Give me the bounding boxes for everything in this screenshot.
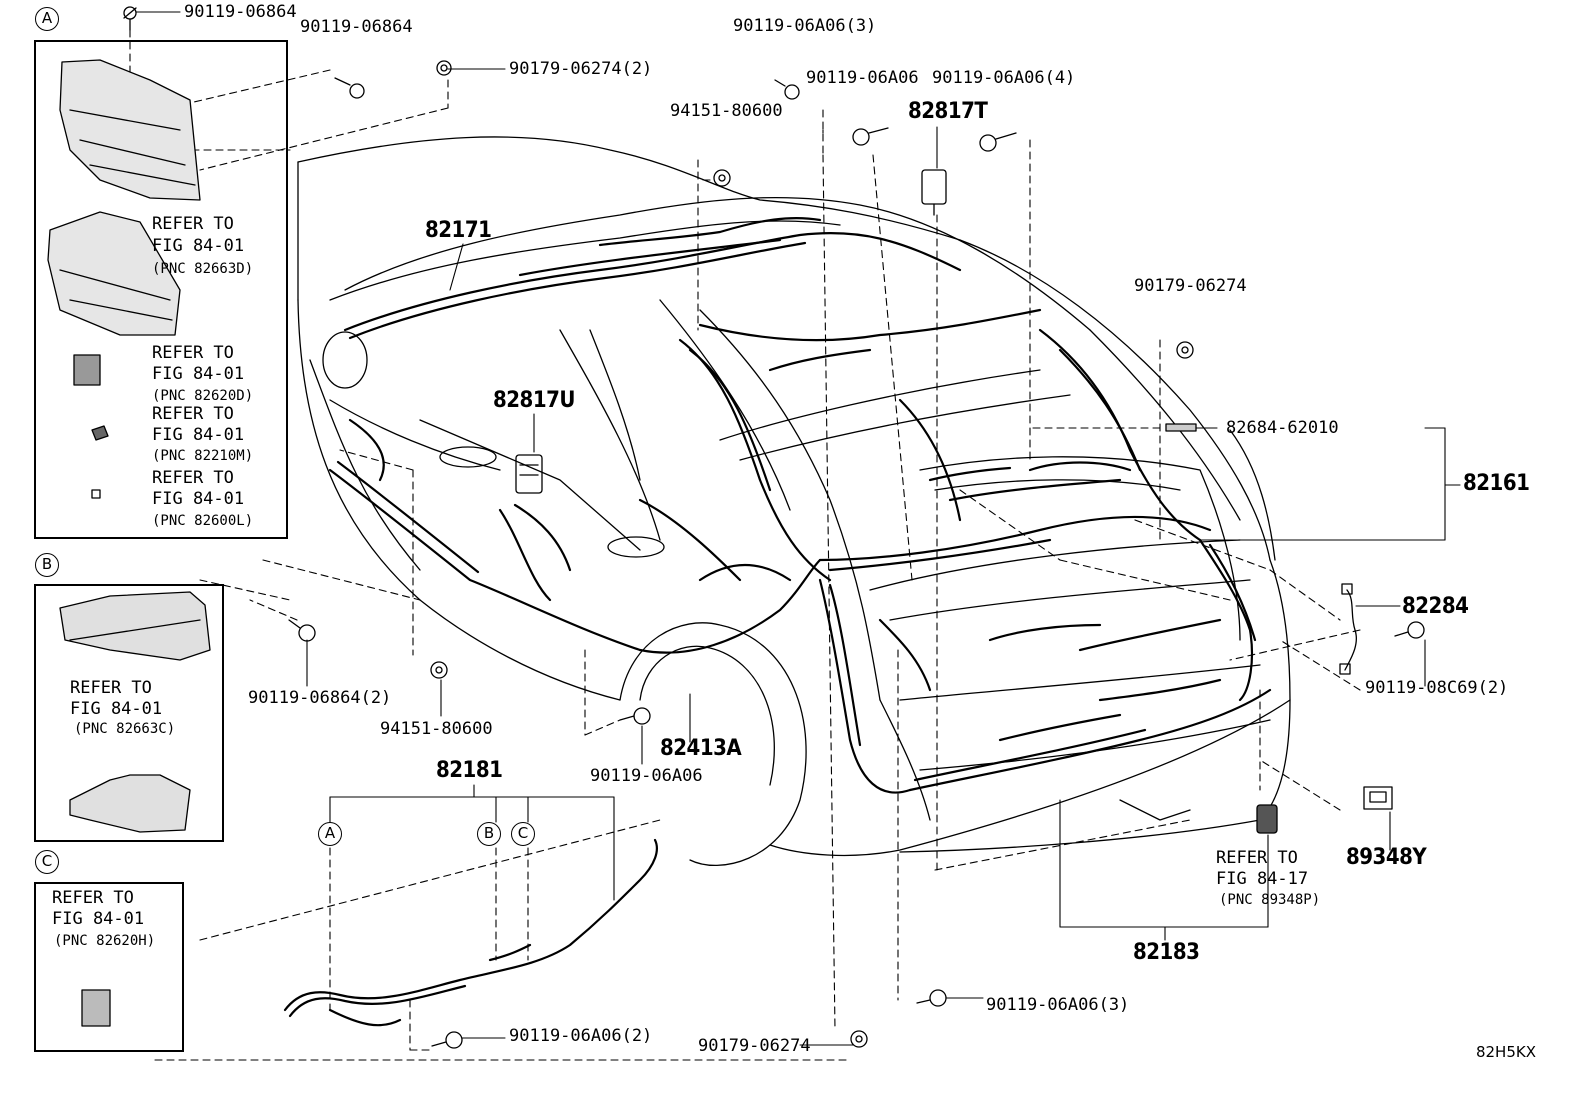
screw-icon [334,77,365,99]
vehicle-body-outline [297,136,1291,867]
part-label-82284: 82284 [1402,594,1469,619]
connector-82817U-icon [515,454,543,494]
pnc-text: (PNC 82210M) [152,448,254,464]
harness-82171 [343,216,1042,372]
screw-icon [1394,621,1425,639]
part-label-90119-06A06-mid: 90119-06A06 [590,766,703,786]
part-label-90119-06864-top: 90119-06864 [184,2,297,22]
refer-text: REFER TO [70,678,152,698]
part-label-90119-06864-2: 90119-06864(2) [248,688,392,708]
screw-icon [619,707,651,725]
fig-text: FIG 84-01 [152,425,245,445]
part-label-82817T: 82817T [908,99,988,124]
pnc-text: (PNC 82600L) [152,513,254,529]
part-label-90179-06274-bottom: 90179-06274 [698,1036,811,1056]
refer-text: REFER TO [52,888,134,908]
dashed-lines [129,29,1361,1061]
inset-box-a [34,40,288,539]
label-82684-icon [1165,423,1197,432]
nut-icon [436,60,452,76]
connector-marker-b: B [477,822,501,846]
part-label-82684-62010: 82684-62010 [1226,418,1339,438]
diagram-code: 82H5KX [1475,1043,1536,1061]
inset-c-parts [81,989,111,1027]
fastener-parts [123,6,1425,1049]
screw-icon [431,1031,463,1049]
harness-82161 [678,328,1257,702]
part-label-82171: 82171 [425,218,492,243]
fig-text: FIG 84-01 [152,236,245,256]
part-label-90119-06A06-4: 90119-06A06(4) [932,68,1076,88]
connector-marker-c: C [511,822,535,846]
screw-icon [979,132,1017,152]
part-label-94151-80600-left: 94151-80600 [380,719,493,739]
refer-text: REFER TO [152,404,234,424]
harness-82413A [328,418,822,654]
part-label-90179-06274-right: 90179-06274 [1134,276,1247,296]
inset-box-b [34,584,224,842]
harness-82181 [283,838,658,1027]
part-label-90119-08C69-2: 90119-08C69(2) [1365,678,1509,698]
part-label-82817U: 82817U [493,388,575,413]
refer-text: REFER TO [1216,848,1298,868]
nut-icon [713,169,731,187]
part-label-82161: 82161 [1463,471,1530,496]
part-label-90119-06A06: 90119-06A06 [806,68,919,88]
harness-82183 [818,578,1272,794]
part-label-90119-06A06-2: 90119-06A06(2) [509,1026,653,1046]
inset-b-parts [59,591,211,833]
inset-a-parts [47,59,201,499]
inset-box-c [34,882,184,1052]
fig-text: FIG 84-01 [152,489,245,509]
nut-icon [850,1030,868,1048]
pnc-text: (PNC 82663C) [74,721,176,737]
relay-89348P-icon [1256,804,1278,834]
part-label-94151-80600-top: 94151-80600 [670,101,783,121]
part-label-82181: 82181 [436,758,503,783]
part-label-90119-06864: 90119-06864 [300,17,413,37]
sensor-82284-icon [1339,583,1357,675]
connector-marker-a: A [318,822,342,846]
pnc-text: (PNC 82620D) [152,388,254,404]
fig-text: FIG 84-01 [152,364,245,384]
fig-text: FIG 84-01 [52,909,145,929]
fig-text: FIG 84-17 [1216,869,1309,889]
part-label-90179-06274-2: 90179-06274(2) [509,59,653,79]
screw-icon [123,6,137,31]
refer-text: REFER TO [152,214,234,234]
part-label-82413A: 82413A [660,736,742,761]
part-label-82183: 82183 [1133,940,1200,965]
nut-icon [430,661,448,679]
refer-text: REFER TO [152,343,234,363]
pnc-text: (PNC 82663D) [152,261,254,277]
part-label-89348Y: 89348Y [1346,845,1427,870]
pnc-text: (PNC 89348P) [1219,892,1321,908]
connector-82817T-icon [921,169,947,216]
part-label-90119-06A06-3-top: 90119-06A06(3) [733,16,877,36]
section-marker-c: C [35,850,59,874]
nut-icon [1176,341,1194,359]
fig-text: FIG 84-01 [70,699,163,719]
refer-text: REFER TO [152,468,234,488]
relay-89348Y-icon [1363,786,1393,810]
pnc-text: (PNC 82620H) [54,933,156,949]
part-label-90119-06A06-3-bottom: 90119-06A06(3) [986,995,1130,1015]
section-marker-a: A [35,7,59,31]
screw-icon [774,79,800,100]
screw-icon [288,619,316,642]
leader-lines [135,11,1461,1046]
screw-icon [852,127,889,146]
screw-icon [916,989,947,1007]
section-marker-b: B [35,553,59,577]
